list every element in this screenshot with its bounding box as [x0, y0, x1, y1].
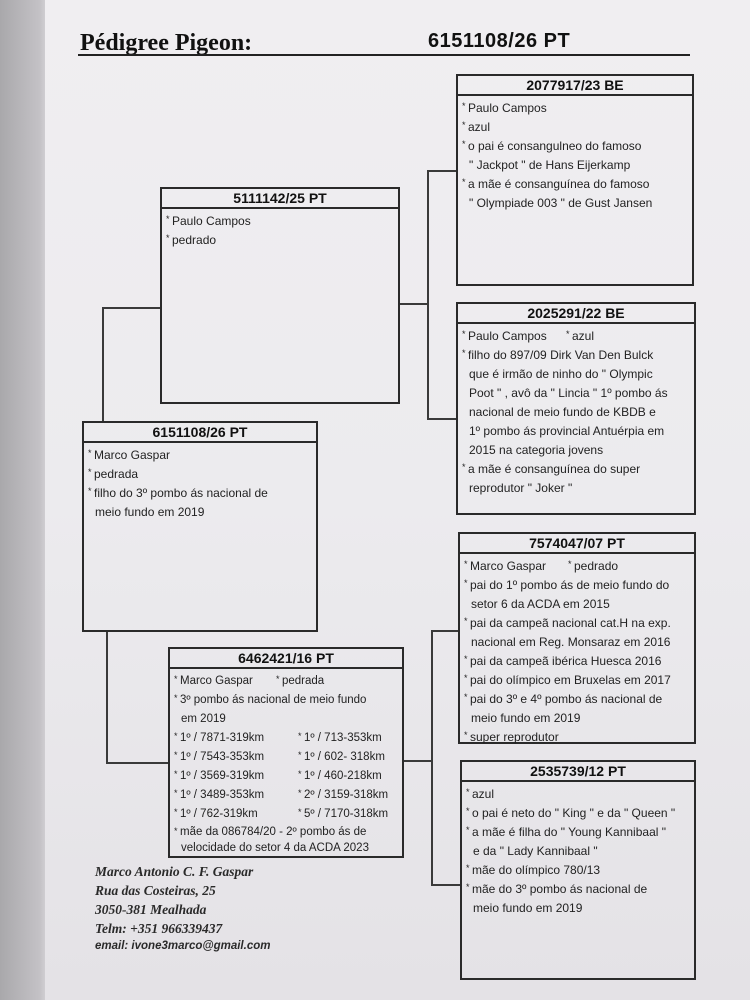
info-line: *Marco Gaspar*pedrada — [174, 674, 325, 687]
info-line: " Olympiade 003 " de Gust Jansen — [469, 196, 653, 210]
info-line: *filho do 3º pombo ás nacional de — [88, 486, 268, 500]
breeder-name: Marco Antonio C. F. Gaspar — [95, 864, 254, 879]
info-line: *o pai é neto do " King " e da " Queen " — [466, 806, 676, 820]
connector-line — [427, 418, 458, 420]
info-line: *3º pombo ás nacional de meio fundo — [174, 693, 367, 706]
info-line: *Paulo Campos — [166, 214, 251, 228]
breeder-street: Rua das Costeiras, 25 — [95, 883, 216, 898]
info-line: Poot " , avô da " Lincia " 1º pombo ás — [469, 386, 668, 400]
info-line: 1º pombo ás provincial Antuérpia em — [469, 424, 665, 438]
result-row: *1º / 7543-353km*1º / 602- 318km — [174, 750, 385, 763]
connector-line — [431, 630, 433, 886]
connector-line — [402, 760, 432, 762]
info-line: reprodutor " Joker " — [469, 481, 573, 495]
info-line: meio fundo em 2019 — [471, 711, 581, 725]
info-line: *Marco Gaspar*pedrado — [464, 559, 619, 573]
result-row: *1º / 3489-353km*2º / 3159-318km — [174, 788, 389, 801]
header-divider — [78, 54, 690, 56]
info-line: *super reprodutor — [464, 730, 559, 744]
info-line: meio fundo em 2019 — [473, 901, 583, 915]
sire-box: 5111142/25 PT *Paulo Campos *pedrado — [160, 187, 400, 404]
connector-line — [102, 307, 162, 309]
info-line: *a mãe é consanguínea do super — [462, 462, 641, 476]
info-line: *a mãe é consanguínea do famoso — [462, 177, 650, 191]
info-line: *azul — [466, 787, 495, 801]
info-line: *pai do olímpico em Bruxelas em 2017 — [464, 673, 671, 687]
info-line: nacional de meio fundo de KBDB e — [469, 405, 656, 419]
info-line: setor 6 da ACDA em 2015 — [471, 597, 610, 611]
info-line: " Jackpot " de Hans Eijerkamp — [469, 158, 631, 172]
info-line: *pedrado — [166, 233, 217, 247]
info-line: velocidade do setor 4 da ACDA 2023 — [181, 842, 369, 854]
info-line: *pedrada — [88, 467, 139, 481]
breeder-contact: Marco Antonio C. F. Gaspar Rua das Coste… — [95, 862, 270, 954]
connector-line — [106, 762, 170, 764]
info-line: *pai da campeã nacional cat.H na exp. — [464, 616, 671, 630]
dam-dam-box: 2535739/12 PT *azul *o pai é neto do " Ki… — [460, 760, 696, 980]
connector-line — [102, 307, 104, 423]
breeder-phone: Telm: +351 966339437 — [95, 921, 223, 936]
connector-line — [398, 303, 428, 305]
breeder-city: 3050-381 Mealhada — [95, 902, 207, 917]
connector-line — [427, 170, 458, 172]
sire-dam-ring-number: 2025291/22 BE — [458, 304, 694, 324]
sire-ring-number: 5111142/25 PT — [162, 189, 398, 209]
subject-ring-number: 6151108/26 PT — [84, 423, 316, 443]
info-line: *mãe do olímpico 780/13 — [466, 863, 601, 877]
dam-sire-box: 7574047/07 PT *Marco Gaspar*pedrado *pai… — [458, 532, 696, 744]
sire-dam-box: 2025291/22 BE *Paulo Campos*azul *filho … — [456, 302, 696, 515]
info-line: *o pai é consangulneo do famoso — [462, 139, 642, 153]
info-line: *pai da campeã ibérica Huesca 2016 — [464, 654, 662, 668]
breeder-email: email: ivone3marco@gmail.com — [95, 940, 271, 952]
info-line: 2015 na categoria jovens — [469, 443, 604, 457]
connector-line — [431, 630, 460, 632]
info-line: *azul — [462, 120, 491, 134]
subject-pigeon-box: 6151108/26 PT *Marco Gaspar *pedrada *fi… — [82, 421, 318, 632]
info-line: *Paulo Campos — [462, 101, 547, 115]
header-ring-number: 6151108/26 PT — [428, 30, 571, 52]
dam-box: 6462421/16 PT *Marco Gaspar*pedrada *3º … — [168, 647, 404, 858]
info-line: nacional em Reg. Monsaraz em 2016 — [471, 635, 671, 649]
connector-line — [431, 884, 460, 886]
result-row: *1º / 7871-319km*1º / 713-353km — [174, 731, 382, 744]
result-row: *1º / 3569-319km*1º / 460-218km — [174, 769, 382, 782]
page-title: Pédigree Pigeon: — [80, 30, 253, 56]
info-line: e da " Lady Kannibaal " — [473, 844, 598, 858]
dam-dam-ring-number: 2535739/12 PT — [462, 762, 694, 782]
info-line: *Marco Gaspar — [88, 448, 171, 462]
info-line: *pai do 1º pombo ás de meio fundo do — [464, 578, 670, 592]
info-line: *pai do 3º e 4º pombo ás nacional de — [464, 692, 663, 706]
info-line: meio fundo em 2019 — [95, 505, 205, 519]
result-row: *1º / 762-319km*5º / 7170-318km — [174, 807, 389, 820]
info-line: *a mãe é filha do " Young Kannibaal " — [466, 825, 667, 839]
pedigree-sheet — [45, 0, 750, 1000]
info-line: que é irmão de ninho do " Olympic — [469, 367, 653, 381]
dam-sire-ring-number: 7574047/07 PT — [460, 534, 694, 554]
info-line: *mãe da 086784/20 - 2º pombo ás de — [174, 826, 367, 838]
info-line: em 2019 — [181, 713, 226, 725]
info-line: *Paulo Campos*azul — [462, 329, 595, 343]
info-line: *mãe do 3º pombo ás nacional de — [466, 882, 648, 896]
dam-ring-number: 6462421/16 PT — [170, 649, 402, 669]
connector-line — [427, 170, 429, 420]
info-line: *filho do 897/09 Dirk Van Den Bulck — [462, 348, 654, 362]
sire-sire-box: 2077917/23 BE *Paulo Campos *azul *o pai é… — [456, 74, 694, 286]
sire-sire-ring-number: 2077917/23 BE — [458, 76, 692, 96]
connector-line — [106, 630, 108, 764]
